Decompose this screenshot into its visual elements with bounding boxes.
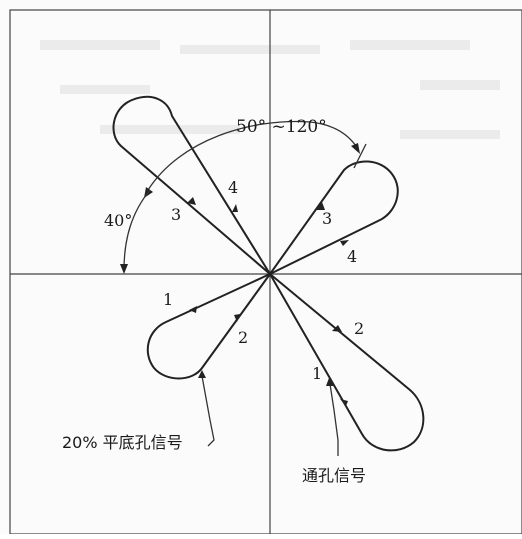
- lobe-upper-right: [269, 160, 399, 275]
- lobe-lower-right-arrow-1: [340, 399, 348, 406]
- upper-left-label-3: 3: [171, 205, 181, 224]
- lobe-upper-right-arrow-3: [316, 202, 325, 210]
- angle-range-arc: [147, 120, 357, 191]
- lobe-upper-left: [112, 95, 271, 275]
- lobe-upper-left-arrow-4: [232, 204, 238, 212]
- lower-right-label-1: 1: [312, 364, 322, 383]
- angle-range-arc-arrow-right: [351, 143, 360, 154]
- upper-left-label-4: 4: [228, 178, 238, 197]
- angle-range-tick: [353, 143, 367, 169]
- flat-bottom-leader-arrow: [198, 370, 206, 378]
- through-hole-leader-arrow: [326, 378, 334, 386]
- lobe-lower-left: [146, 273, 271, 380]
- flat-bottom-leader: [201, 375, 215, 447]
- flat-bottom-signal-label: 20% 平底孔信号: [62, 433, 183, 452]
- through-hole-signal-label: 通孔信号: [302, 466, 366, 485]
- angle-40-label: 40°: [104, 211, 132, 230]
- lobe-lower-right-arrow-2: [332, 325, 342, 332]
- upper-right-label-3: 3: [322, 209, 332, 228]
- background-texture: [40, 40, 500, 139]
- angle-40-arrow: [120, 264, 128, 274]
- angle-40-arc: [123, 189, 151, 271]
- lobe-upper-right-arrow-4: [340, 240, 349, 246]
- angle-range-label: 50° ~120°: [236, 117, 327, 137]
- lobe-lower-right: [269, 273, 425, 452]
- lower-left-label-2: 2: [238, 328, 248, 347]
- through-hole-leader: [329, 383, 339, 456]
- upper-right-label-4: 4: [347, 247, 357, 266]
- lobe-lower-left-arrow-2: [234, 314, 240, 322]
- lower-left-label-1: 1: [163, 290, 173, 309]
- lobe-lower-left-arrow-1: [189, 306, 197, 313]
- lower-right-label-2: 2: [354, 319, 364, 338]
- lobe-upper-left-arrow-3: [187, 197, 196, 205]
